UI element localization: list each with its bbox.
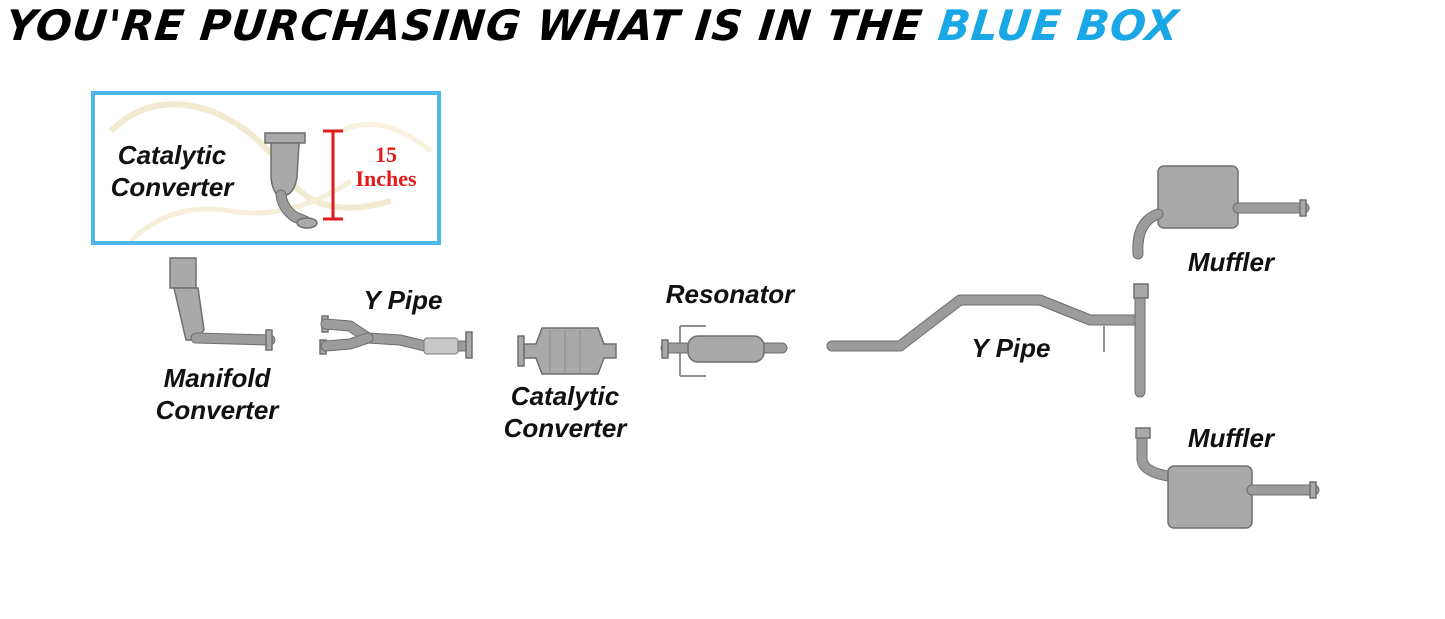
front-y-pipe-image <box>319 315 473 359</box>
box-part-label-line2: Converter <box>110 172 234 202</box>
measure-value: 15 <box>375 142 397 167</box>
box-part-label: Catalytic Converter <box>107 139 237 203</box>
catalytic-converter-image <box>517 327 617 375</box>
resonator-image <box>660 325 788 377</box>
manifold-converter-image <box>169 257 276 351</box>
front-y-pipe-label: Y Pipe <box>363 285 443 315</box>
top-muffler-label: Muffler <box>1187 247 1275 277</box>
measure-unit: Inches <box>355 166 417 191</box>
box-catalytic-converter-image <box>264 132 318 229</box>
manifold-converter-label-line1: Manifold <box>163 363 271 393</box>
manifold-converter-label-line2: Converter <box>155 395 279 425</box>
bottom-muffler-image <box>1135 427 1320 529</box>
manifold-converter-label: Manifold Converter <box>132 362 302 426</box>
catalytic-converter-label: Catalytic Converter <box>480 380 650 444</box>
resonator-label: Resonator <box>665 279 795 309</box>
rear-y-pipe-label: Y Pipe <box>971 333 1051 363</box>
top-muffler-image <box>1132 165 1310 260</box>
watermark-horse-icon <box>108 101 433 241</box>
box-part-label-line1: Catalytic <box>117 140 227 170</box>
rear-y-pipe-image <box>826 283 1149 398</box>
bottom-muffler-label: Muffler <box>1187 423 1275 453</box>
catalytic-converter-label-line2: Converter <box>503 413 627 443</box>
measure-bracket-icon <box>323 129 343 221</box>
measure-label: 15 Inches <box>341 143 431 191</box>
catalytic-converter-label-line1: Catalytic <box>510 381 620 411</box>
purchase-highlight-box: Catalytic Converter 15 Inches <box>91 91 441 245</box>
